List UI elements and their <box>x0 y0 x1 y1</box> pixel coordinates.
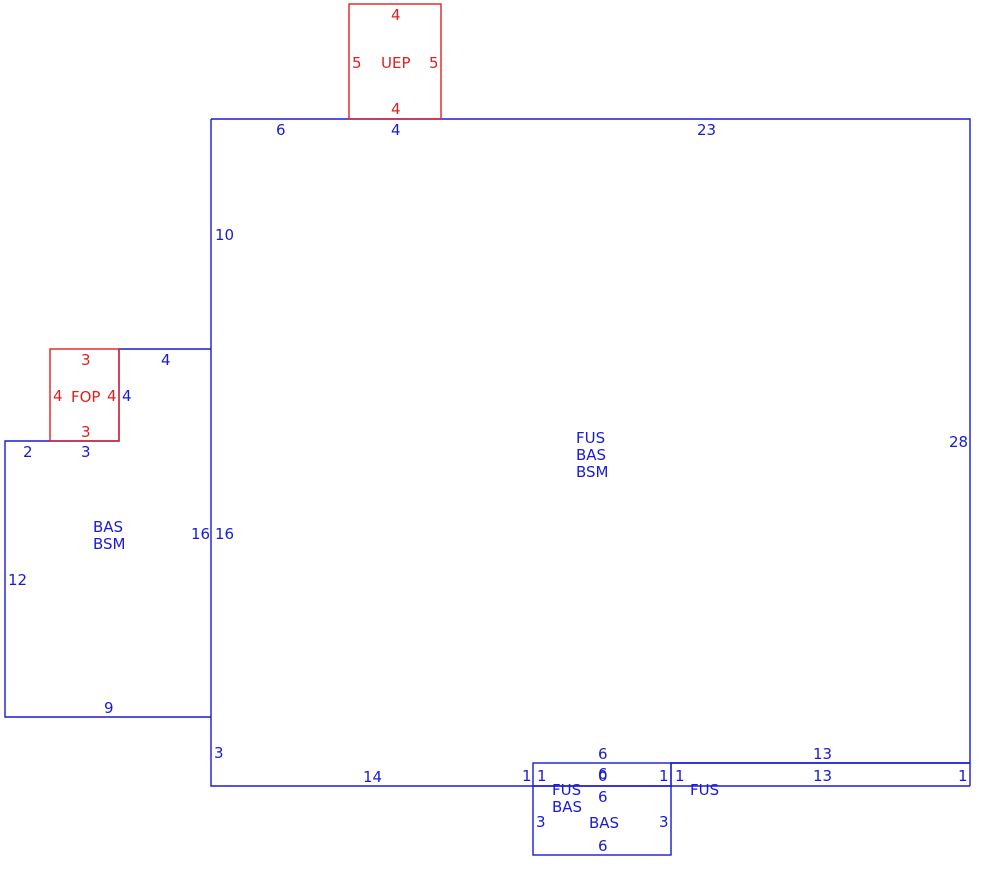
bump-dim-top2: 6 <box>598 765 608 783</box>
bump-dim-right: 1 <box>659 767 669 785</box>
main-dim-right: 28 <box>949 433 968 451</box>
main-code-3: BSM <box>576 463 609 481</box>
main-dim-top-left: 6 <box>276 121 286 139</box>
bump-bas-dim-left: 3 <box>536 813 546 831</box>
fop-dim-right: 4 <box>107 387 117 405</box>
uep-dim-left: 5 <box>352 54 362 72</box>
main-dim-bottom-left: 14 <box>363 768 382 786</box>
main-dim-bottom-right-top: 13 <box>813 745 832 763</box>
main-dim-bottom-right-end: 1 <box>958 767 968 785</box>
bump-dim-left: 1 <box>537 767 547 785</box>
west-code-1: BAS <box>93 518 123 536</box>
main-dim-bottom-right-bot: 13 <box>813 767 832 785</box>
main-dim-bottom-step: 1 <box>522 767 532 785</box>
main-code-1: FUS <box>576 429 605 447</box>
bump-dim-top3: 0 <box>598 767 608 785</box>
main-dim-left-lower: 3 <box>214 744 224 762</box>
fop-dim-top: 3 <box>81 351 91 369</box>
west-dim-bottom: 9 <box>104 699 114 717</box>
uep-dim-top: 4 <box>391 6 401 24</box>
bottom-bump-outline <box>532 762 672 856</box>
west-dim-top-left: 2 <box>23 443 33 461</box>
fop-dim-bottom: 3 <box>81 423 91 441</box>
main-code-2: BAS <box>576 446 606 464</box>
west-dim-top-mid: 3 <box>81 443 91 461</box>
uep-code: UEP <box>381 54 411 72</box>
west-dim-right: 16 <box>191 525 210 543</box>
main-dim-left-upper: 10 <box>215 226 234 244</box>
bump-code-2: BAS <box>552 798 582 816</box>
fop-dim-left: 4 <box>53 387 63 405</box>
fop-outline <box>49 348 120 442</box>
uep-outline <box>348 3 442 120</box>
bump-bas-dim-bottom: 6 <box>598 837 608 855</box>
west-dim-top: 4 <box>161 351 171 369</box>
main-dim-top-right: 23 <box>697 121 716 139</box>
bump-code-1: FUS <box>552 781 581 799</box>
main-dim-top-mid: 4 <box>391 121 401 139</box>
bump-bas-dim-right: 3 <box>659 813 669 831</box>
east-strip-dim-left: 1 <box>675 767 685 785</box>
bump-code-3: BAS <box>589 814 619 832</box>
east-strip-code: FUS <box>690 781 719 799</box>
bump-bas-dim-top: 6 <box>598 788 608 806</box>
bump-dim-top: 6 <box>598 745 608 763</box>
main-dim-left-mid: 16 <box>215 525 234 543</box>
west-dim-left: 12 <box>8 571 27 589</box>
uep-dim-right: 5 <box>429 54 439 72</box>
west-code-2: BSM <box>93 535 126 553</box>
fop-code: FOP <box>71 388 100 406</box>
west-dim-right-side: 4 <box>122 387 132 405</box>
uep-dim-bottom: 4 <box>391 100 401 118</box>
